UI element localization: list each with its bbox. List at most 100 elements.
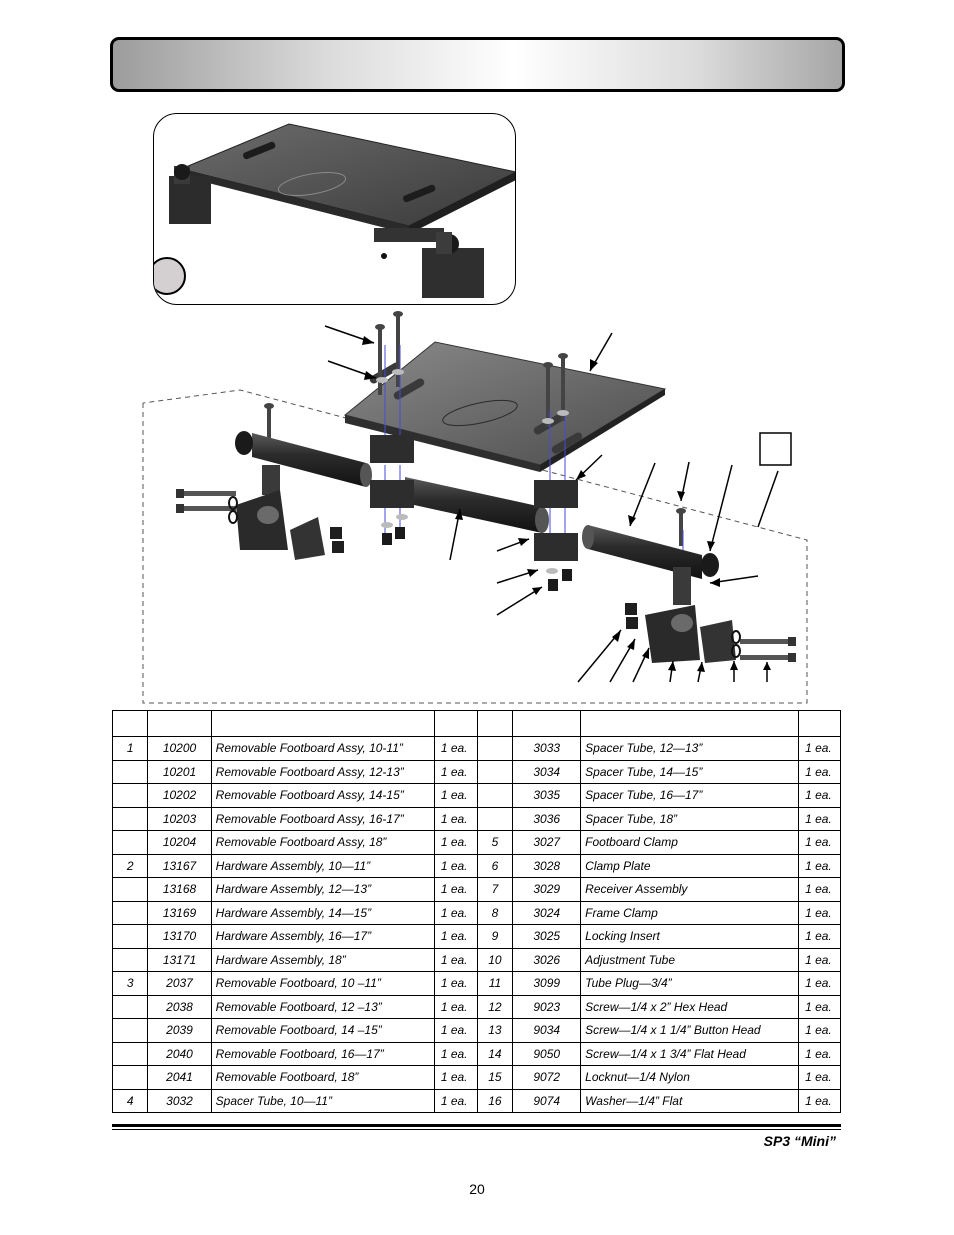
description-cell: Removable Footboard Assy, 14-15” [210, 783, 435, 808]
quantity-cell: 1 ea. [433, 1041, 478, 1066]
quantity-cell: 1 ea. [433, 783, 478, 808]
item-number-cell: 6 [476, 853, 514, 878]
item-number-cell [111, 994, 149, 1019]
header-cell [476, 710, 514, 737]
header-cell [111, 710, 149, 737]
quantity-cell: 1 ea. [798, 806, 841, 831]
description-cell: Footboard Clamp [580, 830, 800, 855]
item-number-cell [476, 736, 514, 761]
part-number-cell: 9034 [512, 1018, 582, 1043]
bottom-rule-thin [112, 1129, 841, 1130]
header-cell [580, 710, 800, 737]
item-number-cell [111, 1041, 149, 1066]
model-name: SP3 “Mini” [763, 1133, 836, 1149]
description-cell: Hardware Assembly, 10—11” [210, 853, 435, 878]
description-cell: Screw—1/4 x 2” Hex Head [580, 994, 800, 1019]
description-cell: Removable Footboard, 10 –11” [210, 971, 435, 996]
description-cell: Removable Footboard Assy, 16-17” [210, 806, 435, 831]
quantity-cell: 1 ea. [433, 877, 478, 902]
item-number-cell: 11 [476, 971, 514, 996]
item-number-cell: 14 [476, 1041, 514, 1066]
description-cell: Spacer Tube, 10—11” [210, 1088, 435, 1113]
item-number-cell [111, 1018, 149, 1043]
header-cell [512, 710, 582, 737]
description-cell: Removable Footboard, 12 –13” [210, 994, 435, 1019]
quantity-cell: 1 ea. [798, 994, 841, 1019]
assembled-footboard-illustration [154, 123, 515, 298]
quantity-cell: 1 ea. [798, 736, 841, 761]
quantity-cell: 1 ea. [433, 900, 478, 925]
assembled-view-inset [153, 113, 516, 305]
quantity-cell: 1 ea. [433, 759, 478, 784]
circle-badge-icon [154, 257, 186, 295]
part-number-cell: 10203 [147, 806, 212, 831]
quantity-cell: 1 ea. [798, 900, 841, 925]
part-number-cell: 3026 [512, 947, 582, 972]
quantity-cell: 1 ea. [433, 994, 478, 1019]
quantity-cell: 1 ea. [798, 924, 841, 949]
header-cell [433, 710, 478, 737]
quantity-cell: 1 ea. [798, 783, 841, 808]
item-number-cell [111, 783, 149, 808]
quantity-cell: 1 ea. [798, 971, 841, 996]
header-cell [147, 710, 212, 737]
part-number-cell: 3035 [512, 783, 582, 808]
item-number-cell: 12 [476, 994, 514, 1019]
description-cell: Spacer Tube, 12—13” [580, 736, 800, 761]
part-number-cell: 13171 [147, 947, 212, 972]
description-cell: Tube Plug—3/4” [580, 971, 800, 996]
item-number-cell [476, 783, 514, 808]
item-number-cell [111, 900, 149, 925]
part-number-cell: 2041 [147, 1065, 212, 1090]
part-number-cell: 13169 [147, 900, 212, 925]
description-cell: Locking Insert [580, 924, 800, 949]
item-number-cell: 4 [111, 1088, 149, 1113]
part-number-cell: 3028 [512, 853, 582, 878]
description-cell: Hardware Assembly, 16—17” [210, 924, 435, 949]
description-cell: Hardware Assembly, 18” [210, 947, 435, 972]
item-number-cell: 16 [476, 1088, 514, 1113]
quantity-cell: 1 ea. [798, 947, 841, 972]
part-number-cell: 13168 [147, 877, 212, 902]
item-number-cell [111, 924, 149, 949]
description-cell: Spacer Tube, 16—17” [580, 783, 800, 808]
item-number-cell: 13 [476, 1018, 514, 1043]
page-number: 20 [469, 1181, 485, 1197]
quantity-cell: 1 ea. [798, 830, 841, 855]
part-number-cell: 9072 [512, 1065, 582, 1090]
description-cell: Removable Footboard, 14 –15” [210, 1018, 435, 1043]
exploded-parts-diagram [142, 311, 808, 704]
header-cell [798, 710, 841, 737]
item-number-cell [111, 830, 149, 855]
quantity-cell: 1 ea. [433, 924, 478, 949]
part-number-cell: 10204 [147, 830, 212, 855]
item-number-cell: 2 [111, 853, 149, 878]
quantity-cell: 1 ea. [433, 853, 478, 878]
quantity-cell: 1 ea. [433, 830, 478, 855]
part-number-cell: 3027 [512, 830, 582, 855]
item-number-cell [111, 877, 149, 902]
square-callout-icon [759, 432, 792, 466]
part-number-cell: 2037 [147, 971, 212, 996]
description-cell: Frame Clamp [580, 900, 800, 925]
quantity-cell: 1 ea. [433, 736, 478, 761]
part-number-cell: 3099 [512, 971, 582, 996]
quantity-cell: 1 ea. [798, 877, 841, 902]
quantity-cell: 1 ea. [798, 1041, 841, 1066]
title-banner [110, 37, 845, 92]
description-cell: Removable Footboard, 16—17” [210, 1041, 435, 1066]
description-cell: Hardware Assembly, 12—13” [210, 877, 435, 902]
item-number-cell [476, 759, 514, 784]
quantity-cell: 1 ea. [433, 947, 478, 972]
quantity-cell: 1 ea. [433, 1088, 478, 1113]
part-number-cell: 3033 [512, 736, 582, 761]
part-number-cell: 13167 [147, 853, 212, 878]
quantity-cell: 1 ea. [798, 1065, 841, 1090]
